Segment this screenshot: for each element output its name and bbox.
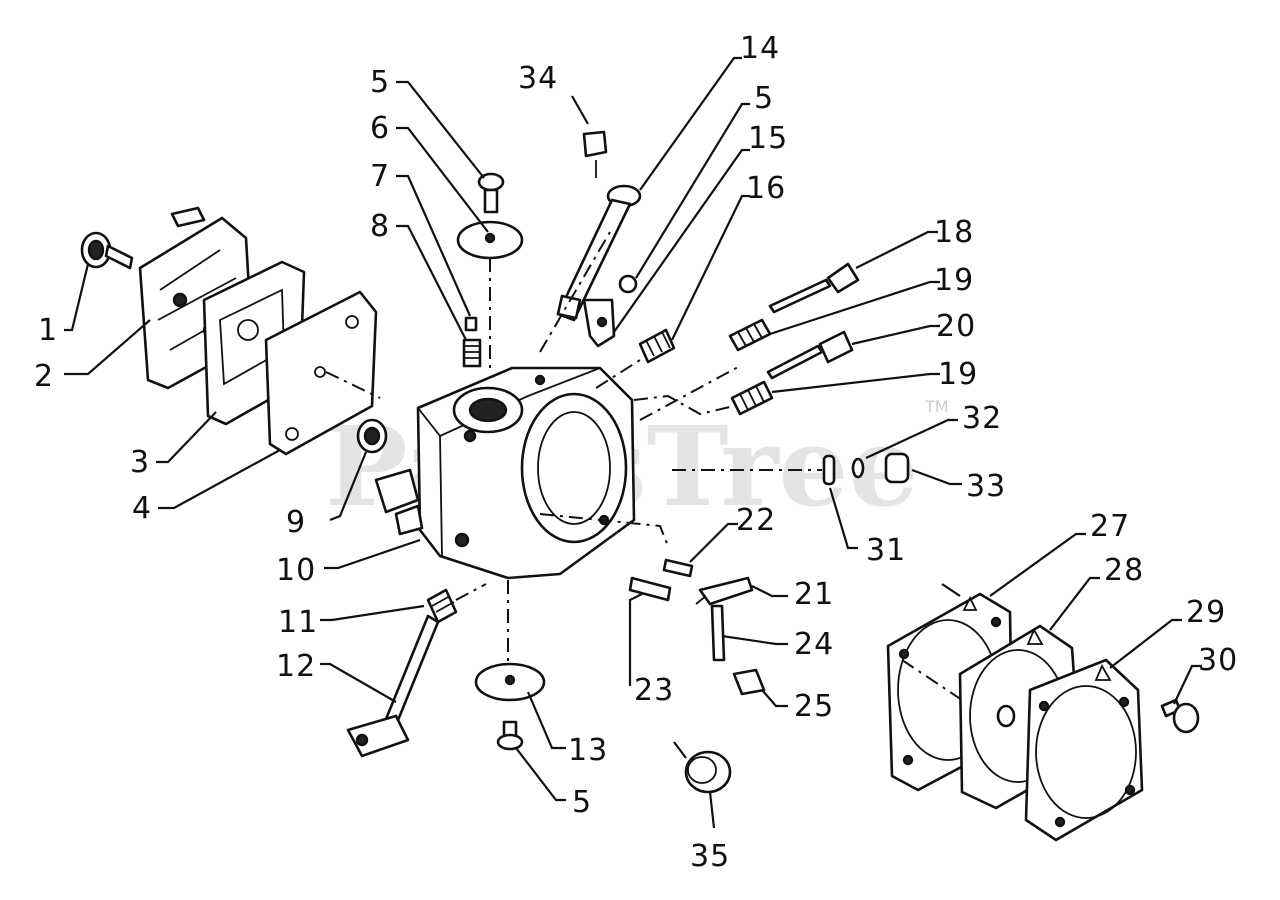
part-20-needle bbox=[766, 330, 854, 380]
part-22-pin bbox=[662, 558, 694, 578]
part-9-washer bbox=[356, 418, 388, 454]
part-5-bottom-screw bbox=[496, 720, 524, 751]
label-33: 33 bbox=[966, 469, 1006, 504]
part-5-small-screw bbox=[618, 274, 638, 294]
part-19-lower-spring bbox=[730, 380, 774, 416]
label-31: 31 bbox=[866, 533, 906, 568]
part-21-lever bbox=[695, 576, 754, 606]
label-14: 14 bbox=[740, 31, 780, 66]
part-23-plate bbox=[628, 576, 672, 602]
part-29-cover bbox=[1024, 658, 1144, 842]
label-16: 16 bbox=[746, 171, 786, 206]
part-6-disc bbox=[456, 220, 524, 260]
part-19-upper-spring bbox=[728, 318, 772, 352]
label-5-top: 5 bbox=[370, 65, 390, 100]
label-8: 8 bbox=[370, 209, 390, 244]
label-19-lower: 19 bbox=[938, 357, 978, 392]
label-15: 15 bbox=[748, 121, 788, 156]
part-8-spring bbox=[462, 338, 482, 368]
label-12: 12 bbox=[276, 649, 316, 684]
watermark-tm: TM bbox=[924, 397, 949, 416]
part-32-ring bbox=[851, 457, 865, 479]
leader-lines bbox=[64, 56, 1202, 829]
part-10-carburetor-body bbox=[374, 366, 636, 580]
label-32: 32 bbox=[962, 401, 1002, 436]
part-4-diaphragm bbox=[264, 290, 378, 456]
label-3: 3 bbox=[130, 445, 150, 480]
label-22: 22 bbox=[736, 503, 776, 538]
part-35-cap bbox=[684, 750, 732, 794]
part-25-screw bbox=[732, 668, 766, 696]
label-30: 30 bbox=[1198, 643, 1238, 678]
part-13-disc bbox=[474, 662, 546, 702]
part-24-pin bbox=[710, 604, 726, 662]
label-5-bottom: 5 bbox=[572, 785, 592, 820]
label-18: 18 bbox=[934, 215, 974, 250]
label-13: 13 bbox=[568, 733, 608, 768]
label-25: 25 bbox=[794, 689, 834, 724]
label-28: 28 bbox=[1104, 553, 1144, 588]
label-20: 20 bbox=[936, 309, 976, 344]
label-1: 1 bbox=[38, 313, 58, 348]
label-4: 4 bbox=[132, 491, 152, 526]
part-7-pin bbox=[464, 316, 478, 332]
label-34: 34 bbox=[518, 61, 558, 96]
part-16-spring bbox=[638, 328, 676, 364]
label-2: 2 bbox=[34, 359, 54, 394]
label-9: 9 bbox=[286, 505, 306, 540]
part-15-lever bbox=[582, 298, 616, 348]
label-11: 11 bbox=[278, 605, 318, 640]
label-7: 7 bbox=[370, 159, 390, 194]
part-18-needle bbox=[768, 262, 860, 314]
label-35: 35 bbox=[690, 839, 730, 874]
label-23: 23 bbox=[634, 673, 674, 708]
label-24: 24 bbox=[794, 627, 834, 662]
part-1-screw bbox=[80, 231, 134, 270]
part-31-pin bbox=[822, 454, 836, 486]
label-21: 21 bbox=[794, 577, 834, 612]
label-5-right: 5 bbox=[754, 81, 774, 116]
label-27: 27 bbox=[1090, 509, 1130, 544]
label-19-upper: 19 bbox=[934, 263, 974, 298]
label-6: 6 bbox=[370, 111, 390, 146]
part-34-plug bbox=[582, 130, 608, 178]
part-33-cap bbox=[884, 452, 910, 484]
label-29: 29 bbox=[1186, 595, 1226, 630]
part-30-screw bbox=[1160, 698, 1200, 734]
part-5-top-screw bbox=[477, 172, 505, 214]
part-12-shaft bbox=[346, 614, 440, 758]
part-11-spring bbox=[426, 588, 458, 624]
label-10: 10 bbox=[276, 553, 316, 588]
